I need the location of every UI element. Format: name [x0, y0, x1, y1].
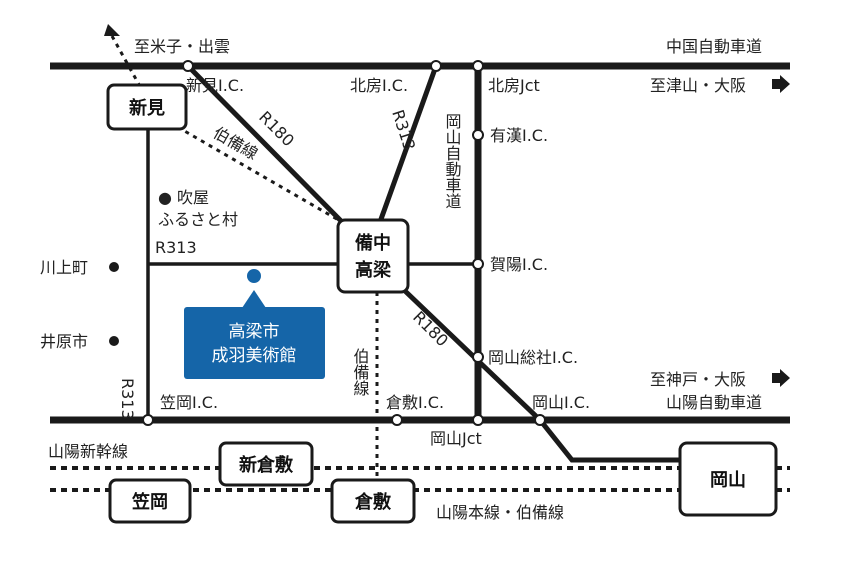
station-kurashiki-label: 倉敷 — [354, 491, 392, 513]
r180-north-road — [186, 64, 350, 230]
to-yonago-arrow-icon — [104, 24, 120, 36]
fukiya-label: ● 吹屋 — [158, 188, 209, 207]
station-niimi: 新見 — [106, 83, 188, 131]
station-kasaoka-label: 笠岡 — [131, 491, 168, 513]
niimi-ic-dot — [182, 60, 194, 72]
to-tsuyama-label: 至津山・大阪 — [650, 76, 746, 95]
okayama-jct-label: 岡山Jct — [430, 429, 482, 448]
ibara-point-icon — [109, 336, 119, 346]
museum-name-line2: 成羽美術館 — [212, 346, 297, 366]
okayama-jct-dot — [472, 414, 484, 426]
interchange-dots — [142, 60, 546, 426]
okayama-ic-dot — [534, 414, 546, 426]
station-shin-kurashiki-label: 新倉敷 — [239, 454, 294, 476]
r313-south-label: R313 — [118, 378, 137, 420]
museum-marker: 高梁市 成羽美術館 — [184, 269, 325, 379]
sanyo-main-line-label: 山陽本線・伯備線 — [436, 503, 564, 522]
ibara-label: 井原市 — [40, 332, 88, 351]
station-shin-kurashiki: 新倉敷 — [218, 441, 314, 487]
kawakami-point-icon — [109, 262, 119, 272]
okayama-soja-ic-dot — [472, 351, 484, 363]
okayama-soja-ic-label: 岡山総社I.C. — [488, 348, 578, 367]
kurashiki-ic-label: 倉敷I.C. — [386, 393, 444, 412]
hokubo-jct-label: 北房Jct — [488, 76, 540, 95]
kaya-ic-label: 賀陽I.C. — [490, 255, 548, 274]
okayama-expressway-label: 岡山自動車道 — [443, 113, 462, 209]
hokubo-ic-dot — [430, 60, 442, 72]
hakubi-line-south-label: 伯備線 — [351, 348, 370, 396]
r180-south-road — [402, 288, 688, 463]
chugoku-expressway-label: 中国自動車道 — [666, 37, 762, 56]
hakubi-railway-north — [161, 116, 343, 224]
station-takahashi-label-2: 高梁 — [355, 259, 392, 281]
station-kasaoka: 笠岡 — [108, 478, 192, 524]
station-okayama-label: 岡山 — [710, 470, 746, 491]
station-bitchu-takahashi: 備中 高梁 — [336, 218, 410, 294]
hokubo-jct-dot — [472, 60, 484, 72]
kawakami-label: 川上町 — [40, 258, 88, 277]
fukiya-village-label: ふるさと村 — [158, 210, 238, 229]
to-tsuyama-arrow-icon — [772, 75, 790, 93]
r313-west-label: R313 — [155, 238, 197, 257]
niimi-ic-label: 新見I.C. — [186, 76, 244, 95]
kasaoka-ic-label: 笠岡I.C. — [160, 393, 218, 412]
roads — [50, 62, 790, 463]
sanyo-expressway-label: 山陽自動車道 — [666, 393, 762, 412]
r313-north-label: R313 — [388, 107, 419, 152]
hokubo-ic-label: 北房I.C. — [350, 76, 408, 95]
okayama-ic-label: 岡山I.C. — [532, 393, 590, 412]
station-okayama: 岡山 — [678, 441, 778, 517]
to-kobe-label: 至神戸・大阪 — [650, 370, 746, 389]
station-niimi-label: 新見 — [129, 97, 165, 119]
to-yonago-label: 至米子・出雲 — [134, 37, 230, 56]
station-bitchu-label-1: 備中 — [355, 232, 391, 254]
kurashiki-ic-dot — [391, 414, 403, 426]
museum-callout-pointer — [242, 290, 266, 308]
kasaoka-ic-dot — [142, 414, 154, 426]
museum-name-line1: 高梁市 — [229, 322, 280, 342]
to-kobe-arrow-icon — [772, 369, 790, 387]
museum-pin-icon — [247, 269, 261, 283]
r313-north-road — [377, 65, 439, 223]
ariga-ic-dot — [472, 129, 484, 141]
station-kurashiki: 倉敷 — [330, 478, 416, 524]
ariga-ic-label: 有漢I.C. — [490, 126, 548, 145]
sanyo-shinkansen-label: 山陽新幹線 — [48, 442, 128, 461]
kaya-ic-dot — [472, 258, 484, 270]
